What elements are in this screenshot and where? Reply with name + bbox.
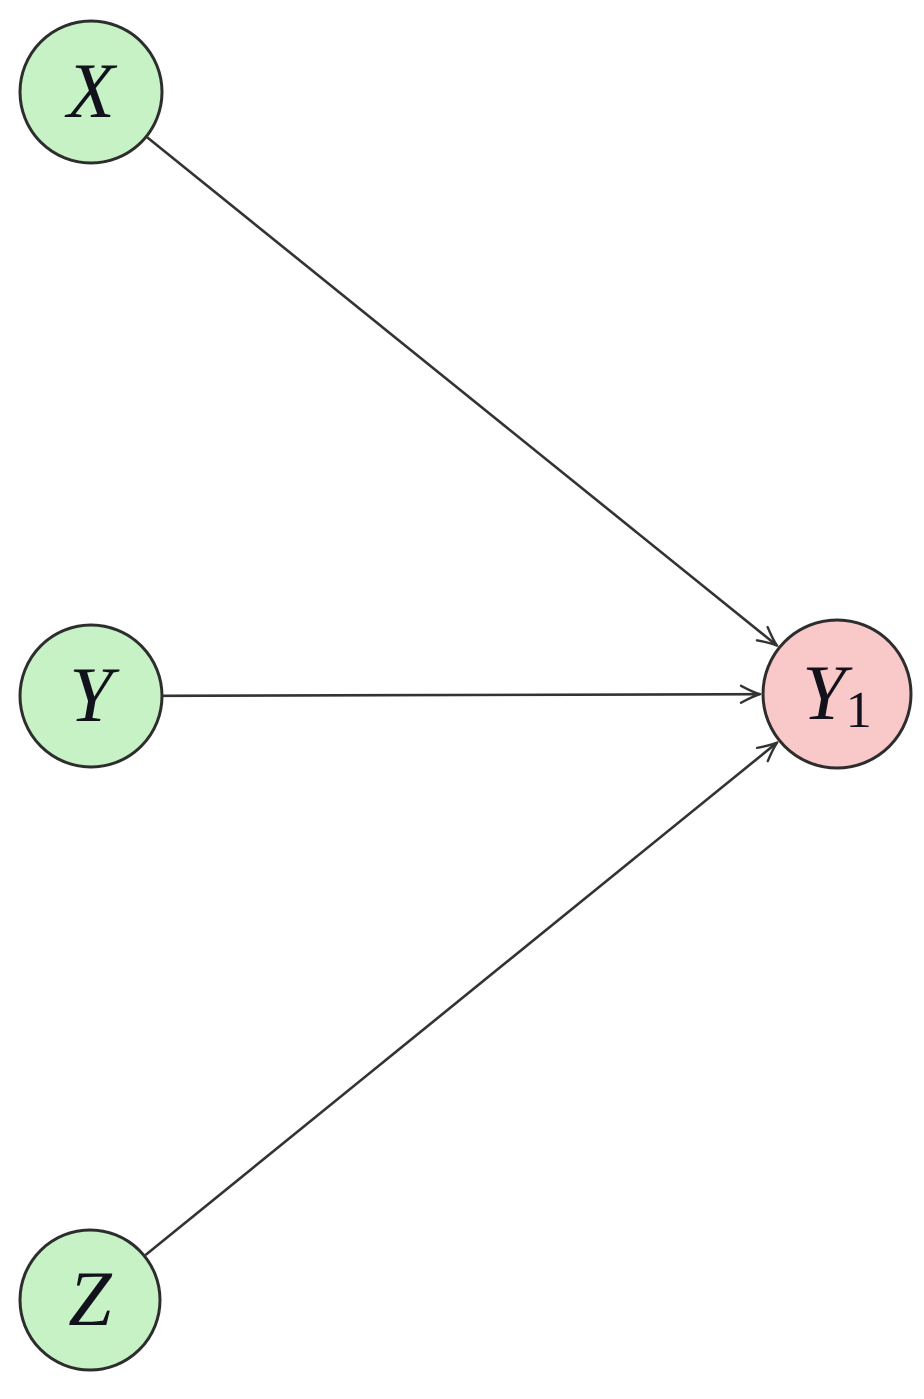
node-Z-label: Z bbox=[68, 1255, 113, 1342]
node-Y1-subscript: 1 bbox=[846, 682, 872, 739]
node-Y-label: Y bbox=[69, 651, 120, 738]
node-Y1-circle bbox=[761, 618, 913, 770]
node-Y-circle bbox=[18, 623, 164, 769]
edge-Z-to-Y1 bbox=[144, 741, 779, 1256]
node-Z-circle bbox=[18, 1228, 162, 1372]
node-X-label: X bbox=[64, 47, 118, 134]
edge-Y-to-Y1 bbox=[163, 684, 762, 704]
edges-layer bbox=[144, 136, 779, 1256]
node-X-circle bbox=[18, 19, 164, 165]
edge-X-to-Y1 bbox=[146, 136, 779, 647]
